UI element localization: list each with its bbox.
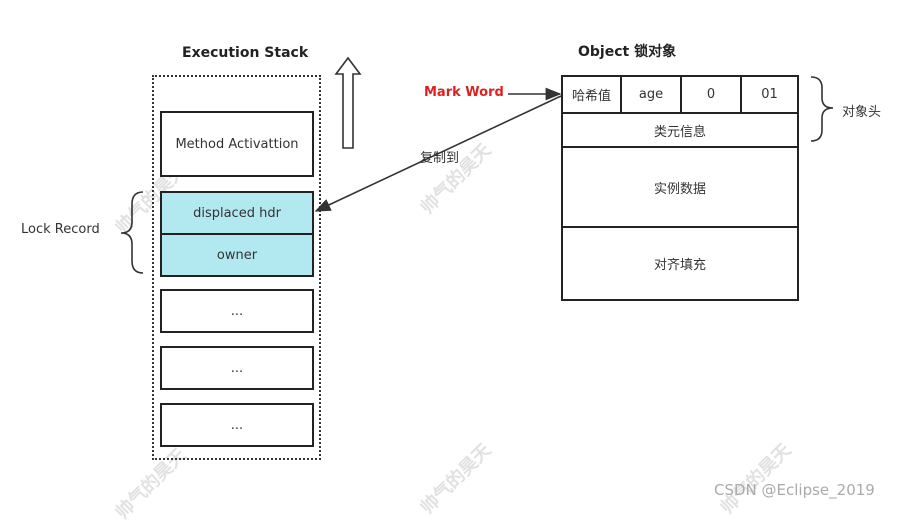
stack-frame-ellipsis: ... <box>160 289 314 333</box>
object-header-brace-icon <box>810 76 834 142</box>
mark-word-label: Mark Word <box>424 85 504 100</box>
hash-cell: 哈希值 <box>563 77 622 112</box>
stack-growth-arrow-icon <box>334 56 362 149</box>
execution-stack <box>152 75 321 460</box>
age-cell: age <box>622 77 682 112</box>
owner-cell: owner <box>160 233 314 277</box>
object-layout-table: 哈希值 age 0 01 类元信息 实例数据 对齐填充 <box>561 75 799 301</box>
padding-row: 对齐填充 <box>563 226 797 299</box>
lock-record-label: Lock Record <box>21 222 100 237</box>
execution-stack-title: Execution Stack <box>182 45 309 61</box>
footer-brand: CSDN @Eclipse_2019 <box>714 481 875 499</box>
biased-flag-cell: 0 <box>682 77 742 112</box>
copy-to-label: 复制到 <box>419 147 461 166</box>
lock-flag-cell: 01 <box>761 87 778 102</box>
method-activation-frame: Method Activattion <box>160 111 314 177</box>
class-meta-row: 类元信息 <box>563 112 797 146</box>
stack-frame-ellipsis: ... <box>160 346 314 390</box>
object-header-label: 对象头 <box>842 105 882 120</box>
copy-arrow <box>314 95 562 212</box>
lock-record-brace-icon <box>120 191 144 274</box>
stack-frame-ellipsis: ... <box>160 403 314 447</box>
instance-data-row: 实例数据 <box>563 146 797 226</box>
diagram-connectors <box>120 56 834 274</box>
object-title: Object 锁对象 <box>578 44 677 60</box>
